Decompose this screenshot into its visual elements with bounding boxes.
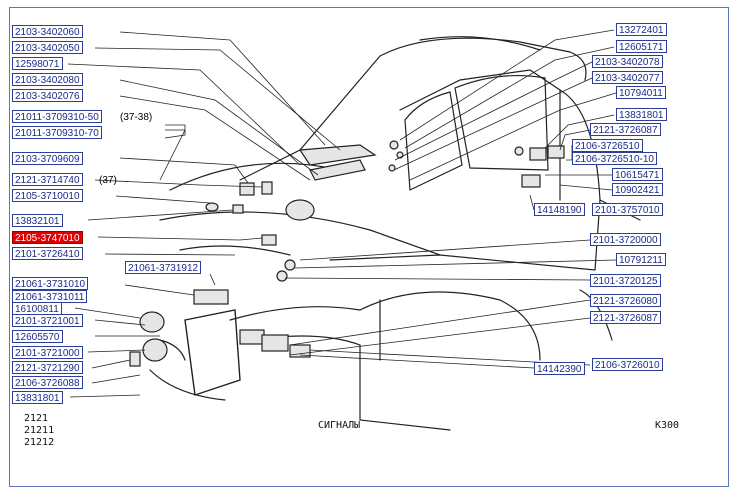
left-part-label[interactable]: 2101-3721001 [12, 314, 83, 327]
small-lamp-part [284, 259, 296, 271]
right-part-label[interactable]: 14148190 [534, 203, 585, 216]
left-part-label[interactable]: 2106-3726088 [12, 376, 83, 389]
switch-part [261, 181, 273, 195]
right-part-label[interactable]: 2101-3757010 [592, 203, 663, 216]
bracket-part [261, 234, 277, 246]
bracket-2-part [129, 351, 141, 367]
body-top [419, 36, 541, 51]
left-part-label[interactable]: 2101-3721000 [12, 346, 83, 359]
model-code-3: 21212 [24, 437, 55, 448]
left-part-label[interactable]: 2121-3714740 [12, 173, 83, 186]
left-part-label[interactable]: 21061-3731912 [125, 261, 202, 274]
section-title: СИГНАЛЫ [318, 420, 361, 431]
left-part-label[interactable]: 21011-3709310-70 [12, 126, 102, 139]
right-part-label[interactable]: 14142390 [534, 362, 585, 375]
rear-window [454, 74, 549, 171]
radiator-panel [184, 309, 241, 396]
door-frame [399, 69, 561, 201]
left-part-label[interactable]: 12605570 [12, 330, 63, 343]
left-part-label[interactable]: 2105-3710010 [12, 189, 83, 202]
mirror-part [193, 289, 229, 305]
right-part-label[interactable]: 2101-3720000 [590, 233, 661, 246]
steering-switch-part [285, 199, 315, 221]
rear-body [559, 89, 601, 271]
model-code-2: 21211 [24, 425, 55, 436]
right-part-label[interactable]: 13272401 [616, 23, 667, 36]
horn-bottom-part [142, 338, 168, 362]
washer-part [389, 140, 399, 150]
front-line [179, 245, 291, 256]
left-part-label[interactable]: 2121-3721290 [12, 361, 83, 374]
lamp-part [232, 204, 244, 214]
sill-line [329, 254, 596, 271]
right-part-label[interactable]: 10794011 [616, 86, 666, 99]
grommet-part [514, 146, 524, 156]
note-range: (37-38) [120, 112, 153, 123]
right-part-label[interactable]: 2121-3726087 [590, 123, 661, 136]
rear-lamp-2-part [547, 145, 565, 159]
rear-lamp-part [529, 147, 547, 161]
left-part-label[interactable]: 12598071 [12, 57, 63, 70]
wheel-arch [359, 291, 541, 361]
right-part-label[interactable]: 10615471 [612, 168, 663, 181]
model-code-1: 2121 [24, 413, 49, 424]
sheet-code: К300 [655, 420, 680, 431]
right-part-label[interactable]: 13831801 [616, 108, 667, 121]
right-part-label[interactable]: 2121-3726087 [590, 311, 661, 324]
right-part-label[interactable]: 2121-3726080 [590, 294, 661, 307]
right-part-label[interactable]: 10791211 [616, 253, 666, 266]
right-part-label[interactable]: 10902421 [612, 183, 663, 196]
right-part-label[interactable]: 2101-3720125 [590, 274, 661, 287]
right-part-label[interactable]: 2106-3726510-10 [572, 152, 657, 165]
left-part-label[interactable]: 2101-3726410 [12, 247, 83, 260]
diagram-frame [9, 7, 729, 487]
horn-left-part [139, 311, 165, 333]
right-part-label[interactable]: 2103-3402078 [592, 55, 663, 68]
connector-block-part [239, 329, 265, 345]
right-part-label[interactable]: 2106-3726010 [592, 358, 663, 371]
left-part-label[interactable]: 2103-3402050 [12, 41, 83, 54]
left-part-label[interactable]: 2103-3402076 [12, 89, 83, 102]
left-part-label[interactable]: 2105-3747010 [12, 231, 83, 244]
inner-line [159, 211, 441, 256]
left-part-label[interactable]: 13832101 [12, 214, 63, 227]
bulb-part [205, 202, 219, 212]
left-part-label[interactable]: 2103-3402080 [12, 73, 83, 86]
fender [229, 306, 361, 321]
wiper-blade-part [298, 144, 377, 166]
relay-part [239, 182, 255, 196]
right-part-label[interactable]: 12605171 [616, 40, 667, 53]
left-part-label[interactable]: 21011-3709310-50 [12, 110, 102, 123]
left-part-label[interactable]: 13831801 [12, 391, 63, 404]
dash-curve [169, 162, 341, 191]
left-part-label[interactable]: 2103-3709609 [12, 152, 83, 165]
left-part-label[interactable]: 2103-3402060 [12, 25, 83, 38]
nut-part [388, 164, 396, 172]
note-single: (37) [99, 175, 117, 186]
connector-block-2-part [261, 334, 289, 352]
wiper-arm-part [309, 159, 366, 181]
small-lamp-2-part [276, 270, 288, 282]
right-part-label[interactable]: 2103-3402077 [592, 71, 663, 84]
left-part-label[interactable]: 21061-3731010 [12, 277, 89, 290]
side-window [404, 91, 463, 191]
sensor-part [521, 174, 541, 188]
right-part-label[interactable]: 2106-3726510 [572, 139, 643, 152]
roof-line [379, 37, 587, 81]
